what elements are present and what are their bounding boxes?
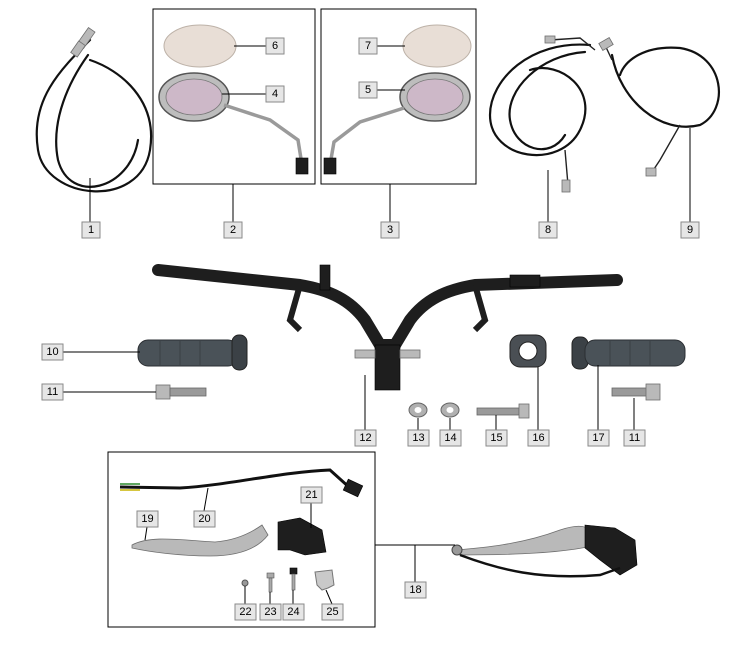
svg-text:13: 13: [412, 432, 424, 444]
callout-20: 20: [193, 510, 216, 528]
part-bolt-15: [476, 403, 530, 419]
svg-text:24: 24: [287, 606, 299, 618]
svg-text:8: 8: [545, 224, 551, 236]
callout-11-left: 11: [41, 383, 64, 401]
svg-text:17: 17: [592, 432, 604, 444]
part-washer-14: [440, 402, 460, 418]
part-mirror-cover-6: [163, 24, 237, 68]
svg-text:20: 20: [198, 513, 210, 525]
svg-text:16: 16: [532, 432, 544, 444]
svg-text:7: 7: [365, 40, 371, 52]
frame-left-mirror: [152, 8, 316, 185]
part-pin-23: [266, 572, 275, 593]
svg-text:10: 10: [46, 346, 58, 358]
svg-text:1: 1: [88, 224, 94, 236]
part-mirror-cover-7: [402, 24, 472, 68]
part-lever-bracket-21: [277, 517, 327, 556]
part-mirror-left-4: [158, 72, 309, 175]
callout-8: 8: [538, 221, 558, 239]
part-bolt-11-left: [155, 384, 207, 400]
svg-text:11: 11: [47, 386, 58, 398]
svg-text:12: 12: [359, 432, 371, 444]
callout-14: 14: [439, 429, 462, 447]
part-handlebar-12: [152, 264, 623, 391]
callout-13: 13: [407, 429, 430, 447]
part-cable-9: [598, 36, 721, 177]
svg-text:3: 3: [387, 224, 393, 236]
part-grip-left-10: [137, 334, 248, 371]
part-throttle-housing-16: [509, 334, 547, 368]
callout-17: 17: [587, 429, 610, 447]
callout-18: 18: [404, 581, 427, 599]
svg-text:21: 21: [305, 489, 317, 501]
svg-text:22: 22: [239, 606, 251, 618]
leader-lines: [62, 45, 691, 605]
callout-19: 19: [136, 510, 159, 528]
part-cable-1: [35, 26, 153, 193]
svg-text:25: 25: [326, 606, 338, 618]
svg-text:18: 18: [409, 584, 421, 596]
callout-7: 7: [358, 37, 378, 55]
callout-24: 24: [282, 603, 305, 621]
callout-25: 25: [321, 603, 344, 621]
part-nut-13: [408, 402, 428, 418]
svg-text:14: 14: [444, 432, 456, 444]
callout-10: 10: [41, 343, 64, 361]
svg-text:11: 11: [629, 432, 640, 444]
part-screw-22: [241, 579, 249, 587]
svg-text:5: 5: [365, 84, 371, 96]
svg-text:9: 9: [687, 224, 693, 236]
callout-11-right: 11: [623, 429, 646, 447]
svg-text:2: 2: [230, 224, 236, 236]
part-lever-19: [131, 524, 269, 557]
part-cable-8: [488, 35, 596, 193]
callout-3: 3: [380, 221, 400, 239]
callout-5: 5: [358, 81, 378, 99]
svg-text:6: 6: [272, 40, 278, 52]
frame-right-mirror: [320, 8, 477, 185]
part-bolt-24: [289, 567, 298, 591]
callout-22: 22: [234, 603, 257, 621]
callout-15: 15: [485, 429, 508, 447]
callout-1: 1: [81, 221, 101, 239]
svg-text:4: 4: [272, 88, 278, 100]
svg-text:15: 15: [490, 432, 502, 444]
svg-text:19: 19: [141, 513, 153, 525]
callout-12: 12: [354, 429, 377, 447]
callout-2: 2: [223, 221, 243, 239]
part-clamp-25: [314, 569, 335, 591]
part-switch-wire-20: [119, 468, 364, 498]
part-bolt-11-right: [611, 383, 661, 401]
callout-6: 6: [265, 37, 285, 55]
svg-text:23: 23: [264, 606, 276, 618]
callout-23: 23: [259, 603, 282, 621]
callout-4: 4: [265, 85, 285, 103]
callout-16: 16: [527, 429, 550, 447]
callout-21: 21: [300, 486, 323, 504]
frame-lever-assembly: [107, 451, 376, 628]
callout-9: 9: [680, 221, 700, 239]
part-grip-right-17: [571, 336, 686, 370]
part-mirror-right-5: [323, 72, 471, 175]
part-lever-assembly-18: [451, 524, 638, 578]
